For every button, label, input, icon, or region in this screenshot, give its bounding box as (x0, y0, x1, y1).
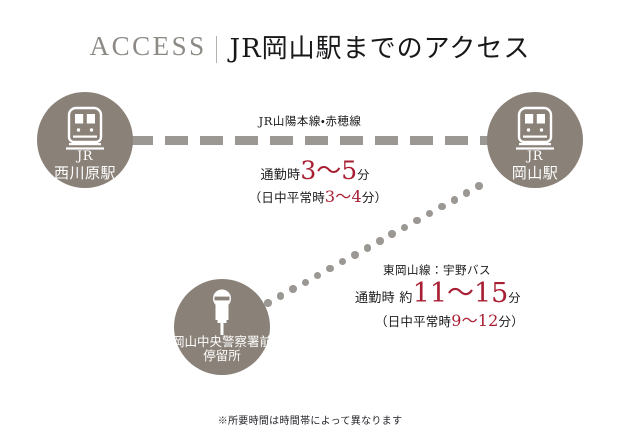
bus-daytime-value: 9〜12 (451, 311, 499, 331)
train-icon (487, 106, 583, 150)
bus-line-dot (376, 237, 384, 245)
bus-daytime-time: （日中平常時9〜12分） (355, 310, 585, 332)
title-divider (215, 36, 217, 63)
bus-line-dot (276, 292, 285, 300)
rail-commute-value: 3〜5 (300, 156, 358, 185)
bus-line-dot (425, 209, 434, 218)
bus-line-dot (388, 230, 396, 238)
footnote: ※所要時間は時間帯によって異なります (217, 416, 403, 427)
bus-line-dot (301, 278, 309, 287)
node-label: JR 岡山駅 (465, 149, 605, 182)
bus-dotted-line (255, 165, 505, 315)
bus-commute-value: 11〜15 (412, 278, 509, 309)
bus-line-dot (400, 223, 409, 232)
node-label-line2: 岡山駅 (511, 163, 559, 182)
bus-line-dot (413, 216, 421, 225)
rail-daytime-prefix: （日中平常時 (248, 190, 325, 205)
bus-line-dot (313, 271, 322, 280)
rail-commute-time: 通勤時3〜5分 (215, 156, 415, 186)
node-label: 岡山中央警察署前 停留所 (152, 335, 292, 363)
node-label-line2: 停留所 (203, 348, 241, 363)
rail-daytime-time: （日中平常時3〜4分） (215, 186, 415, 208)
bus-line-dot (462, 189, 471, 197)
node-label-line2: 西川原駅 (53, 163, 116, 182)
node-okayama-station: JR 岡山駅 (487, 92, 583, 188)
rail-daytime-unit: 分） (361, 190, 388, 205)
bus-line-dot (363, 244, 372, 252)
rail-route-name-block: JR山陽本線・赤穂線 (0, 112, 620, 130)
bus-line-dot (450, 196, 459, 204)
bus-travel-time-block: 東岡山線：宇野バス 通勤時 約11〜15分 （日中平常時9〜12分） (355, 262, 585, 332)
page-title: ACCESS JR岡山駅までのアクセス (0, 28, 620, 65)
bus-line-dot (438, 202, 446, 211)
node-nishigawara-station: JR 西川原駅 (37, 92, 133, 188)
bus-line-dot (326, 264, 334, 273)
node-okayama-chuo-keisatsusho-mae-bus-stop: 岡山中央警察署前 停留所 (172, 279, 272, 375)
bus-line-dot (264, 299, 272, 307)
bus-commute-unit: 分 (508, 291, 521, 305)
bus-line-dot (338, 257, 347, 266)
train-icon (37, 106, 133, 150)
bus-commute-prefix: 通勤時 約 (355, 291, 413, 306)
title-japanese: JR岡山駅までのアクセス (229, 34, 531, 64)
bus-route-name: 東岡山線：宇野バス (383, 263, 491, 277)
rail-commute-prefix: 通勤時 (260, 168, 301, 183)
node-label: JR 西川原駅 (15, 149, 155, 182)
node-label-line1: JR (527, 149, 543, 164)
rail-travel-time-block: 通勤時3〜5分 （日中平常時3〜4分） (215, 156, 415, 208)
rail-daytime-value: 3〜4 (324, 187, 362, 206)
bus-daytime-prefix: （日中平常時 (375, 314, 452, 330)
bus-line-dot (351, 251, 359, 259)
node-label-line1: 岡山中央警察署前 (171, 334, 272, 349)
rail-dashed-line (130, 136, 490, 145)
title-english: ACCESS (89, 31, 207, 61)
bus-commute-time: 通勤時 約11〜15分 (355, 278, 585, 310)
rail-commute-unit: 分 (357, 168, 370, 182)
rail-route-name: JR山陽本線・赤穂線 (258, 114, 362, 128)
bus-daytime-unit: 分） (498, 314, 524, 330)
bus-stop-icon (174, 289, 270, 335)
node-label-line1: JR (77, 149, 93, 164)
bus-line-dot (475, 182, 483, 190)
bus-line-dot (289, 285, 297, 293)
